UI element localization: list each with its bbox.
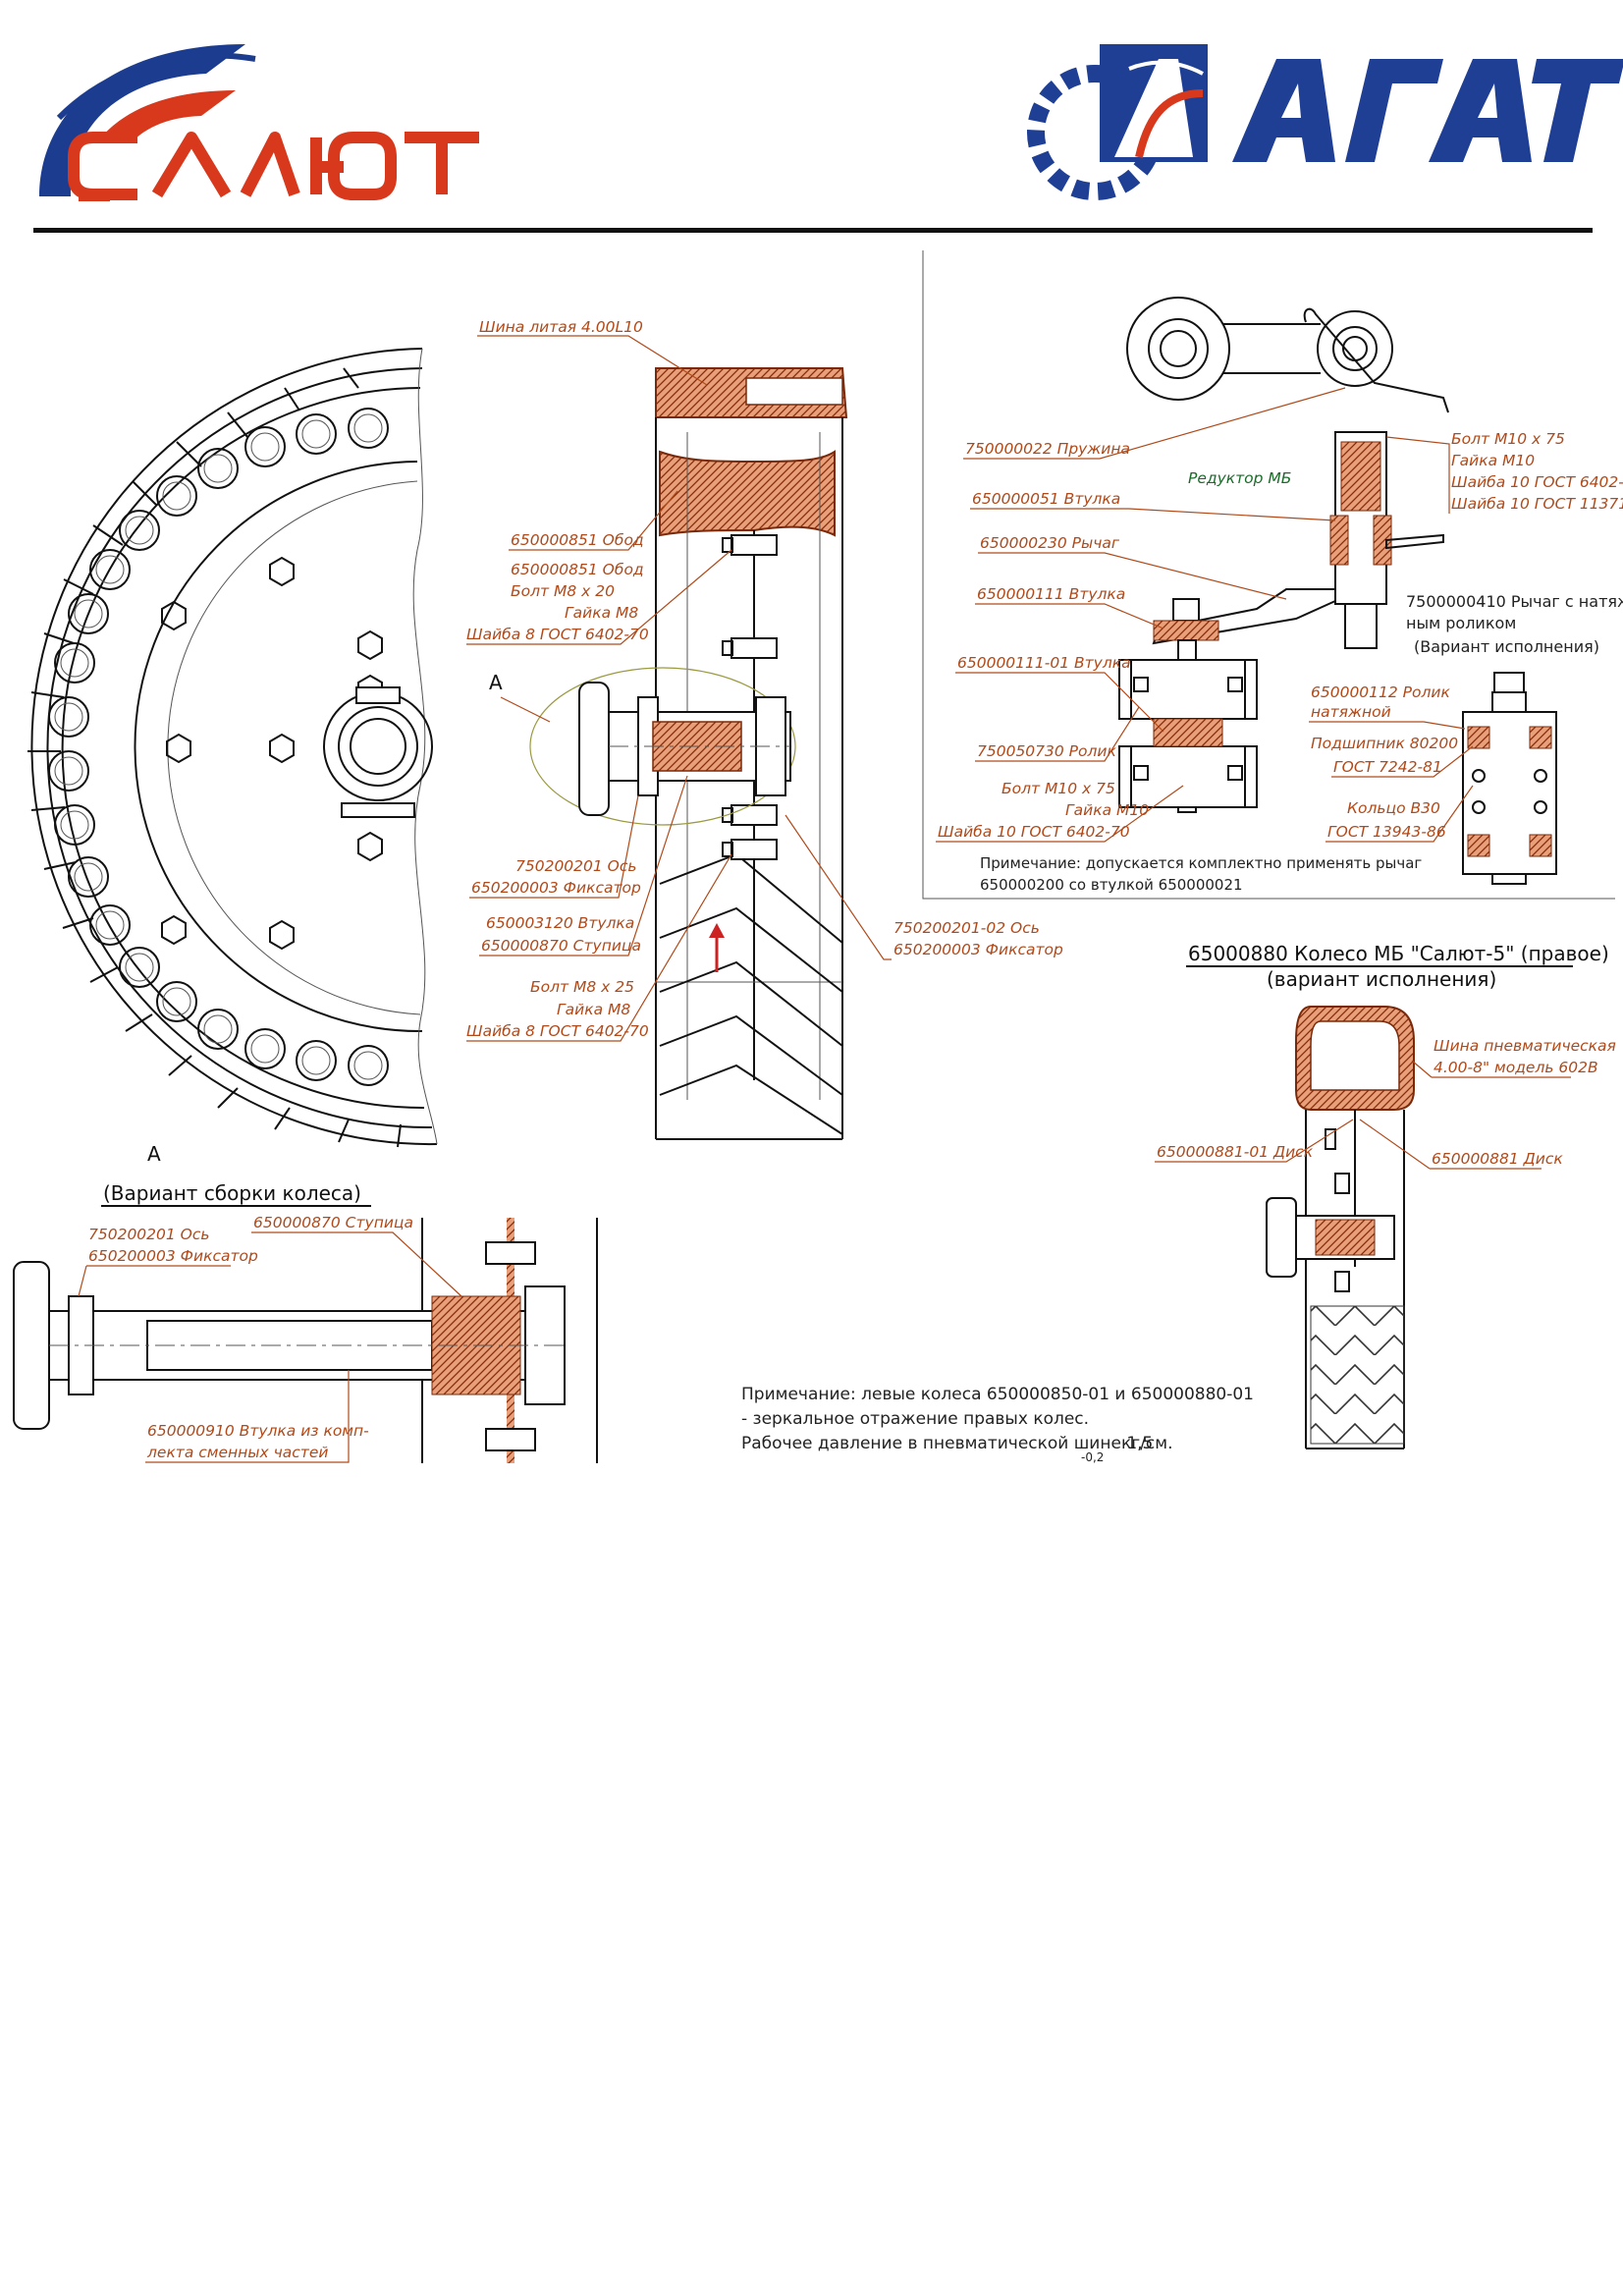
assembly-letter: А: [147, 1142, 161, 1166]
bushing-label: 650003120 Втулка: [486, 914, 634, 932]
tensioner-panel: [922, 250, 1615, 900]
bearing-line-2: ГОСТ 7242-81: [1333, 758, 1442, 776]
bolt2-label: Болт М8 х 25: [530, 978, 634, 996]
roller-label: 750050730 Ролик: [977, 742, 1116, 760]
washer-b2-label: Шайба 10 ГОСТ 11371-78: [1451, 495, 1623, 513]
nut-a-label: Гайка М10: [1065, 801, 1149, 819]
salut-logo: [39, 44, 479, 201]
tensioner-note-1: Примечание: допускается комплектно приме…: [980, 854, 1422, 872]
bottom-note-line-3: Рабочее давление в пневматической шине 1…: [741, 1434, 1153, 1453]
bushing-111-01-label: 650000111-01 Втулка: [957, 654, 1131, 672]
bottom-note-line-2: - зеркальное отражение правых колес.: [741, 1409, 1089, 1429]
variant-line-1: 7500000410 Рычаг с натяж-: [1406, 592, 1623, 611]
assembly-variant: А (Вариант сборки колеса): [13, 1142, 598, 1463]
disk-01-label: 650000881-01 Диск: [1157, 1143, 1314, 1161]
washer-label: Шайба 8 ГОСТ 6402-70: [466, 626, 649, 643]
section-letter: А: [489, 671, 503, 694]
bushing-111-label: 650000111 Втулка: [977, 585, 1125, 603]
assembly-lock-label: 650200003 Фиксатор: [88, 1247, 258, 1265]
bolt-b-label: Болт М10 х 75: [1451, 430, 1565, 448]
lock-label: 650200003 Фиксатор: [471, 879, 641, 897]
roller-112-line-1: 650000112 Ролик: [1311, 683, 1450, 701]
variant-line-2: ным роликом: [1406, 614, 1516, 632]
assembly-axle-label: 750200201 Ось: [88, 1226, 210, 1243]
assembly-bushing-2: лекта сменных частей: [146, 1444, 328, 1461]
bushing-051-label: 650000051 Втулка: [972, 490, 1120, 508]
rim-label-1: 650000851 Обод: [511, 531, 644, 549]
lever-230-label: 650000230 Рычаг: [980, 534, 1120, 552]
disk-label: 650000881 Диск: [1432, 1150, 1563, 1168]
bottom-note-line-1: Примечание: левые колеса 650000850-01 и …: [741, 1385, 1254, 1404]
wheel-section-labels: Шина литая 4.00L10 650000851 Обод 650000…: [466, 318, 1063, 1042]
assembly-hub-label: 650000870 Ступица: [253, 1214, 413, 1231]
header-divider: [33, 228, 1593, 233]
bearing-line-1: Подшипник 80200: [1311, 735, 1458, 752]
assembly-bushing-1: 650000910 Втулка из комп-: [147, 1422, 369, 1440]
bottom-note-sub: -0,2: [1081, 1450, 1104, 1464]
pneumatic-wheel: 65000880 Колесо МБ "Салют-5" (правое) (в…: [1186, 942, 1609, 1449]
reducer-label: Редуктор МБ: [1188, 469, 1291, 487]
technical-drawing: Шина литая 4.00L10 650000851 Обод 650000…: [13, 250, 1623, 1464]
washer-a-label: Шайба 10 ГОСТ 6402-70: [938, 823, 1130, 841]
assembly-title: (Вариант сборки колеса): [103, 1181, 361, 1205]
bottom-note: Примечание: левые колеса 650000850-01 и …: [741, 1385, 1254, 1464]
axle-label: 750200201 Ось: [515, 857, 637, 875]
variant-line-3: (Вариант исполнения): [1414, 637, 1599, 656]
bolt-a-label: Болт М10 х 75: [1001, 780, 1115, 797]
tire-label: Шина литая 4.00L10: [479, 318, 643, 336]
pneumatic-labels: Шина пневматическая 4.00-8" модель 602В …: [1155, 1037, 1616, 1170]
washer-b1-label: Шайба 10 ГОСТ 6402-70: [1451, 473, 1623, 491]
logo-header: [33, 44, 1623, 233]
nut-b-label: Гайка М10: [1451, 452, 1535, 469]
ring-line-1: Кольцо В30: [1347, 799, 1440, 817]
hub-label: 650000870 Ступица: [481, 937, 641, 955]
ring-line-2: ГОСТ 13943-86: [1327, 823, 1446, 841]
rim-label-2: 650000851 Обод: [511, 561, 644, 578]
spring-label: 750000022 Пружина: [965, 440, 1130, 458]
pneumatic-title-2: (вариант исполнения): [1267, 967, 1496, 991]
wheel-side-section: [529, 367, 848, 1140]
tensioner-labels: 750000022 Пружина Редуктор МБ 650000051 …: [936, 387, 1623, 894]
axle-02-label: 750200201-02 Ось: [893, 919, 1040, 937]
nut2-label: Гайка М8: [557, 1001, 630, 1018]
tensioner-note-2: 650000200 со втулкой 650000021: [980, 876, 1243, 894]
washer2-label: Шайба 8 ГОСТ 6402-70: [466, 1022, 649, 1040]
bottom-note-unit: кг/см.: [1121, 1434, 1173, 1453]
pneumatic-tire-2: 4.00-8" модель 602В: [1434, 1059, 1598, 1076]
front-wheel-view: [27, 348, 438, 1148]
bolt-label: Болт М8 х 20: [511, 582, 615, 600]
rim-holes: [48, 408, 389, 1086]
nut-label: Гайка М8: [565, 604, 638, 622]
roller-112-line-2: натяжной: [1311, 703, 1391, 721]
lock-02-label: 650200003 Фиксатор: [893, 941, 1063, 958]
agat-logo: [1027, 44, 1623, 200]
pneumatic-tire-1: Шина пневматическая: [1434, 1037, 1616, 1055]
pneumatic-title-1: 65000880 Колесо МБ "Салют-5" (правое): [1188, 942, 1609, 965]
assembly-labels: 750200201 Ось 650200003 Фиксатор 6500008…: [78, 1214, 462, 1463]
